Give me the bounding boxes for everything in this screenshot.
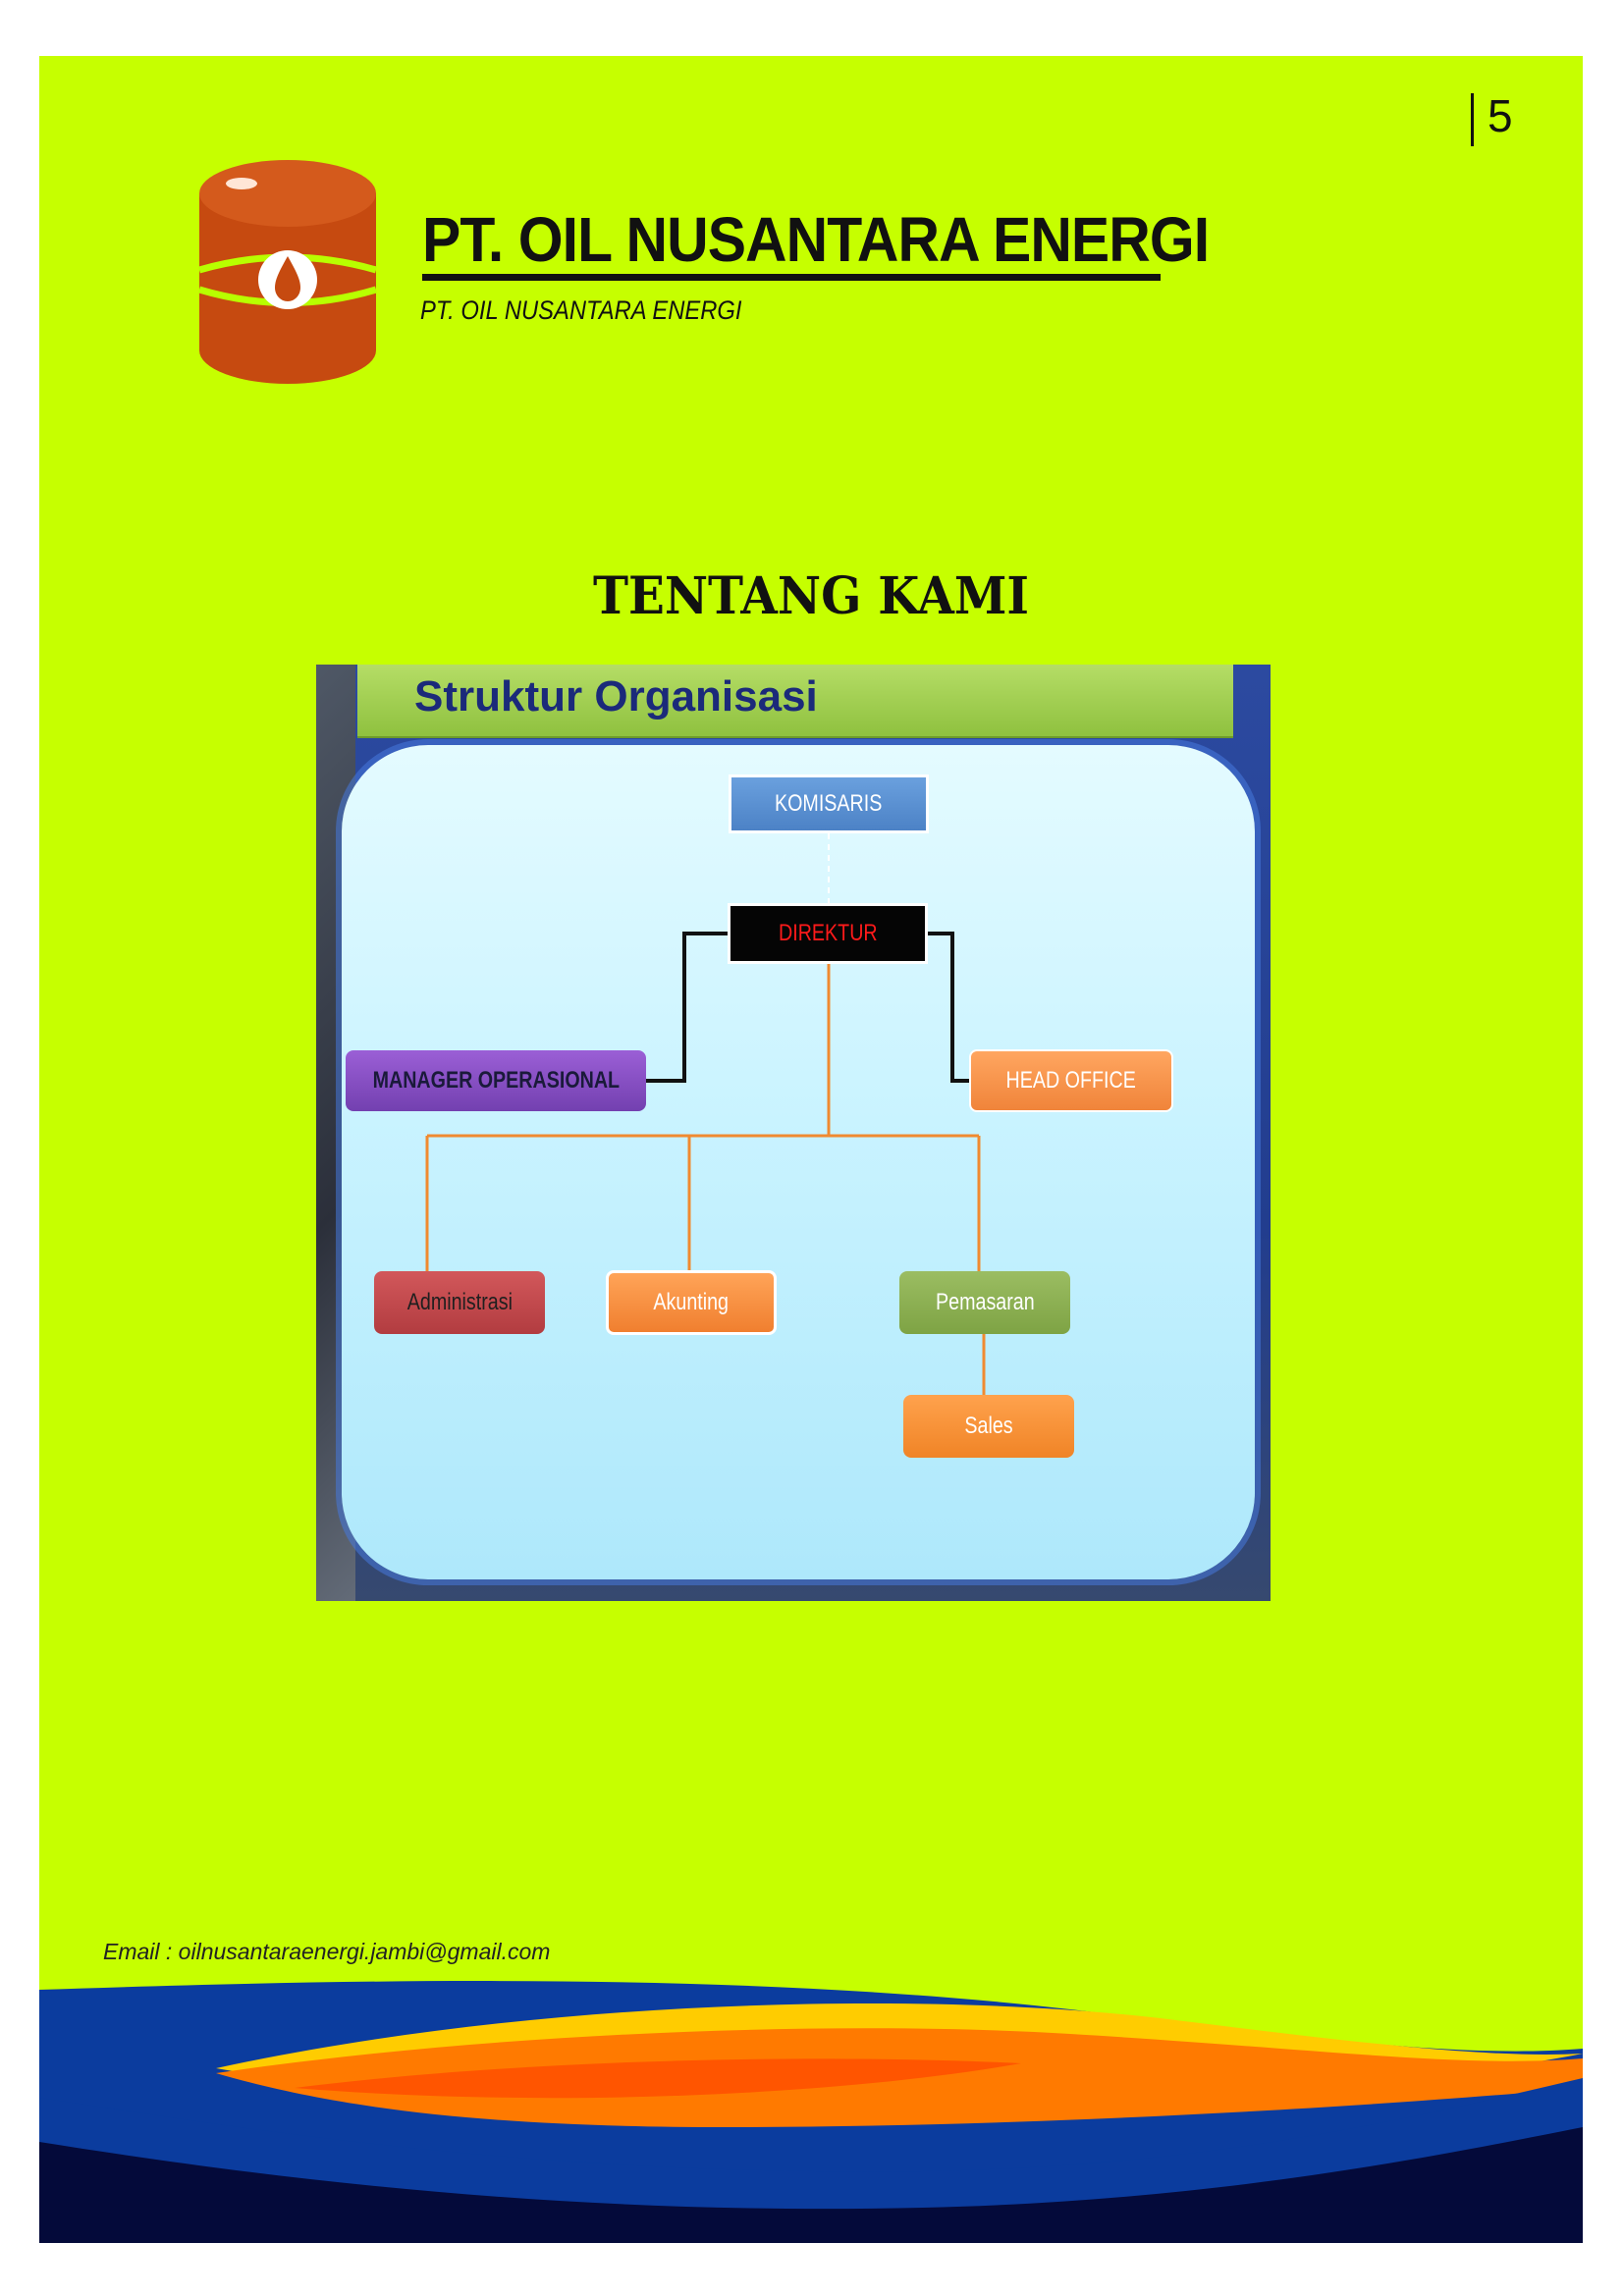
section-heading: TENTANG KAMI: [592, 566, 1029, 626]
oil-barrel-logo: [197, 160, 378, 384]
org-chart-title: Struktur Organisasi: [414, 672, 818, 721]
brochure-page: 5 PT. OIL NUSANTARA ENERGI PT. OIL NUSAN…: [39, 56, 1583, 2243]
node-direktur: DIREKTUR: [728, 903, 928, 964]
page-number: 5: [1471, 93, 1513, 146]
node-head-office: HEAD OFFICE: [969, 1049, 1173, 1112]
node-administrasi: Administrasi: [374, 1271, 545, 1334]
node-manager-operasional: MANAGER OPERASIONAL: [346, 1050, 646, 1111]
node-komisaris: KOMISARIS: [729, 774, 929, 833]
org-chart-header-bar: Struktur Organisasi: [357, 665, 1233, 738]
company-subtitle: PT. OIL NUSANTARA ENERGI: [420, 295, 742, 325]
node-akunting: Akunting: [606, 1270, 777, 1335]
org-chart-figure: Struktur Organisasi KOMISARIS DIREKTUR M…: [316, 665, 1271, 1601]
footer-wave-decoration: [39, 1981, 1583, 2243]
org-chart-panel: [342, 745, 1255, 1579]
company-title: PT. OIL NUSANTARA ENERGI: [422, 204, 1210, 275]
title-underline: [422, 274, 1161, 281]
node-pemasaran: Pemasaran: [899, 1271, 1070, 1334]
org-chart-connectors: [425, 833, 986, 1395]
contact-email: Email : oilnusantaraenergi.jambi@gmail.c…: [103, 1939, 551, 1964]
node-sales: Sales: [903, 1395, 1074, 1458]
